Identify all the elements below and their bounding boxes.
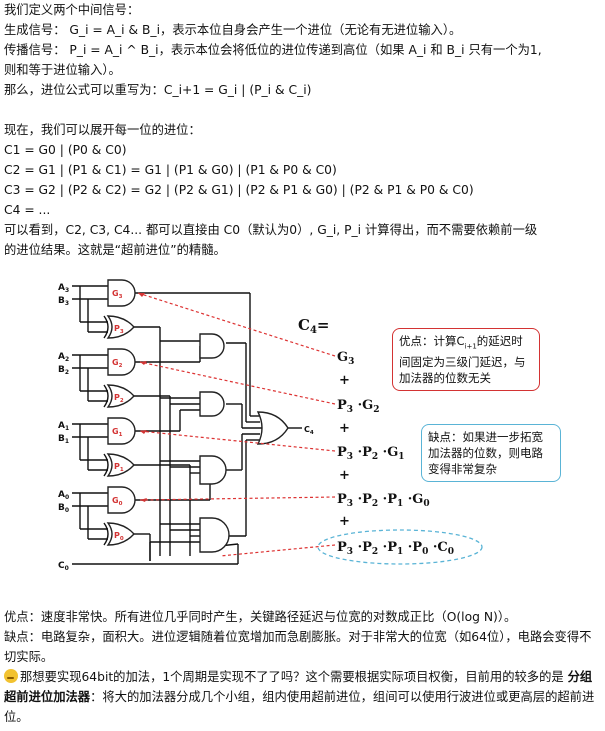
summary-pros: 优点：速度非常快。所有进位几乎同时产生，关键路径延迟与位宽的对数成正比（O(lo… [4, 610, 517, 624]
input-c0: C0 [58, 561, 69, 572]
gate-label-p0: P0 [114, 531, 124, 542]
intro-line-1: 我们定义两个中间信号： [4, 3, 140, 17]
gate-label-g3: G3 [112, 289, 123, 300]
xor-gate-p3 [106, 315, 135, 339]
gate-label-g1: G1 [112, 427, 123, 438]
xor-gate-p1 [106, 453, 135, 477]
expand-intro: 现在，我们可以展开每一位的进位： [4, 123, 201, 137]
input-a3: A3 [58, 283, 69, 294]
pro-box: 优点：计算Ci+1的延迟时间固定为三级门延迟，与 加法器的位数无关 [392, 328, 540, 392]
pro-box-text: 优点：计算Ci+1的延迟时间固定为三级门延迟，与 加法器的位数无关 [399, 334, 526, 386]
and-gate-l2-a [199, 333, 225, 359]
output-c4-label: C4 [304, 425, 314, 436]
input-a2: A2 [58, 352, 69, 363]
term-p3p2g1: P3 ·P2 ·G1 [337, 445, 405, 462]
xor-gate-p2 [106, 384, 135, 408]
intro-line-3: 传播信号： P_i = A_i ^ B_i，表示本位会将低位的进位传递到高位（如… [4, 43, 542, 57]
con-box-text: 缺点：如果进一步拓宽加法器的位数，则电路变得非常复杂 [428, 430, 543, 476]
plus-1: + [339, 373, 350, 388]
carry-lookahead-diagram: A3 B3 A2 B2 A1 B1 A0 B0 C0 [58, 279, 483, 572]
and-gate-g3 [107, 279, 136, 307]
formula-c4: C4 = ... [4, 203, 51, 217]
and-gate-l2-c [199, 455, 227, 485]
question-text-before: 那想要实现64bit的加法，1个周期是实现不了了吗？这个需要根据实际项目权衡，目… [20, 670, 568, 684]
expand-line-3: 的进位结果。这就是“超前进位”的精髓。 [4, 243, 226, 257]
question-text-after: ：将大的加法器分成几个小组，组内使用超前进位，组间可以使用行波进位或更高层的超前… [4, 690, 595, 724]
formula-head: C4= [298, 316, 330, 336]
input-b1: B1 [58, 434, 69, 445]
question-text-bold: 分组超前进位加法器 [4, 670, 593, 704]
gate-label-g2: G2 [112, 358, 123, 369]
intro-line-4: 则和等于进位输入）。 [4, 63, 121, 77]
input-a1: A1 [58, 421, 69, 432]
or-gate-c4 [256, 411, 289, 445]
summary-cons: 缺点：电路复杂，面积大。进位逻辑随着位宽增加而急剧膨胀。对于非常大的位宽（如64… [4, 630, 592, 664]
plus-2: + [339, 421, 350, 436]
and-gate-g2 [107, 348, 136, 376]
gate-label-g0: G0 [112, 496, 123, 507]
formula-c2: C2 = G1 | (P1 & C1) = G1 | (P1 & G0) | (… [4, 163, 337, 177]
summary-question: 那想要实现64bit的加法，1个周期是实现不了了吗？这个需要根据实际项目权衡，目… [4, 667, 600, 727]
gate-label-p3: P3 [114, 324, 124, 335]
expand-line-2: 可以看到，C2, C3, C4... 都可以直接由 C0（默认为0）, G_i,… [4, 223, 538, 237]
last-term-highlight [317, 529, 483, 565]
term-g3: G3 [337, 350, 354, 367]
intro-line-2: 生成信号： G_i = A_i & B_i，表示本位自身会产生一个进位（无论有无… [4, 23, 462, 37]
and-gate-l2-d [199, 517, 230, 553]
input-a0: A0 [58, 490, 69, 501]
term-p3g2: P3 ·G2 [337, 398, 379, 415]
gate-label-p1: P1 [114, 462, 124, 473]
input-b3: B3 [58, 296, 69, 307]
input-b2: B2 [58, 365, 69, 376]
intro-line-5: 那么，进位公式可以重写为：C_i+1 = G_i | (P_i & C_i) [4, 83, 312, 97]
and-gate-g0 [107, 486, 136, 514]
term-p3p2p1g0: P3 ·P2 ·P1 ·G0 [337, 492, 430, 509]
input-b0: B0 [58, 503, 69, 514]
thinking-face-icon [4, 669, 18, 683]
plus-3: + [339, 468, 350, 483]
and-gate-g1 [107, 417, 136, 445]
and-gate-l2-b [199, 391, 225, 417]
plus-4: + [339, 514, 350, 529]
xor-gate-p0 [106, 522, 135, 546]
term-p3p2p1p0c0: P3 ·P2 ·P1 ·P0 ·C0 [337, 540, 454, 557]
formula-c1: C1 = G0 | (P0 & C0) [4, 143, 127, 157]
con-box: 缺点：如果进一步拓宽加法器的位数，则电路变得非常复杂 [421, 424, 561, 482]
gate-label-p2: P2 [114, 393, 124, 404]
formula-c3: C3 = G2 | (P2 & C2) = G2 | (P2 & G1) | (… [4, 183, 474, 197]
